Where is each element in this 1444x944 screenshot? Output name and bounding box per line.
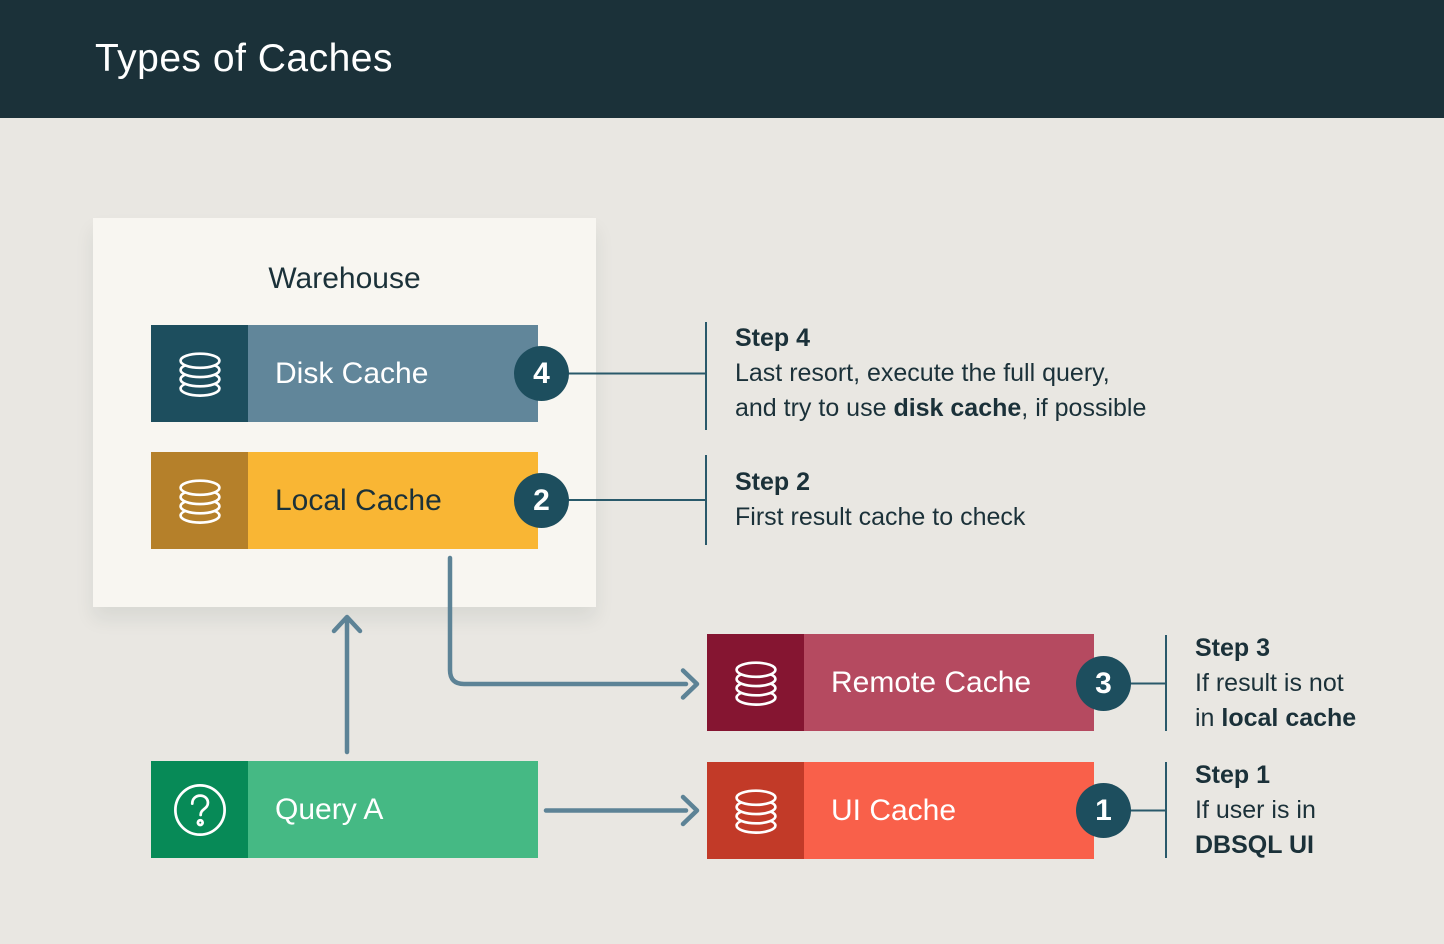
step-3-annotation: Step 3 If result is not in local cache	[1195, 631, 1435, 736]
step-badge-1: 1	[1076, 783, 1131, 838]
query-to-warehouse-arrow	[331, 614, 363, 755]
step-4-title: Step 4	[735, 324, 811, 352]
step-2-title: Step 2	[735, 468, 811, 496]
page-title: Types of Caches	[95, 37, 393, 80]
header-bar: Types of Caches	[0, 0, 1444, 118]
database-icon	[151, 325, 248, 422]
step-badge-4: 4	[514, 346, 569, 401]
step-4-annotation: Step 4 Last resort, execute the full que…	[735, 321, 1225, 426]
disk-cache-node: Disk Cache	[151, 325, 538, 422]
warehouse-label: Warehouse	[268, 262, 421, 295]
disk-cache-label: Disk Cache	[248, 325, 538, 422]
remote-cache-label: Remote Cache	[804, 634, 1094, 731]
database-icon	[151, 452, 248, 549]
local-cache-node: Local Cache	[151, 452, 538, 549]
ui-cache-label: UI Cache	[804, 762, 1094, 859]
ui-cache-node: UI Cache	[707, 762, 1094, 859]
step-3-title: Step 3	[1195, 634, 1271, 662]
step-1-title: Step 1	[1195, 761, 1271, 789]
local-to-remote-cache-arrow	[447, 555, 700, 700]
step-badge-2: 2	[514, 473, 569, 528]
question-icon	[151, 761, 248, 858]
query-to-ui-cache-arrow	[543, 794, 700, 827]
local-cache-label: Local Cache	[248, 452, 538, 549]
database-icon	[707, 634, 804, 731]
remote-cache-node: Remote Cache	[707, 634, 1094, 731]
step-1-annotation: Step 1 If user is in DBSQL UI	[1195, 758, 1435, 863]
query-a-label: Query A	[248, 761, 538, 858]
query-a-node: Query A	[151, 761, 538, 858]
database-icon	[707, 762, 804, 859]
step-2-annotation: Step 2 First result cache to check	[735, 465, 1225, 535]
step-badge-3: 3	[1076, 656, 1131, 711]
